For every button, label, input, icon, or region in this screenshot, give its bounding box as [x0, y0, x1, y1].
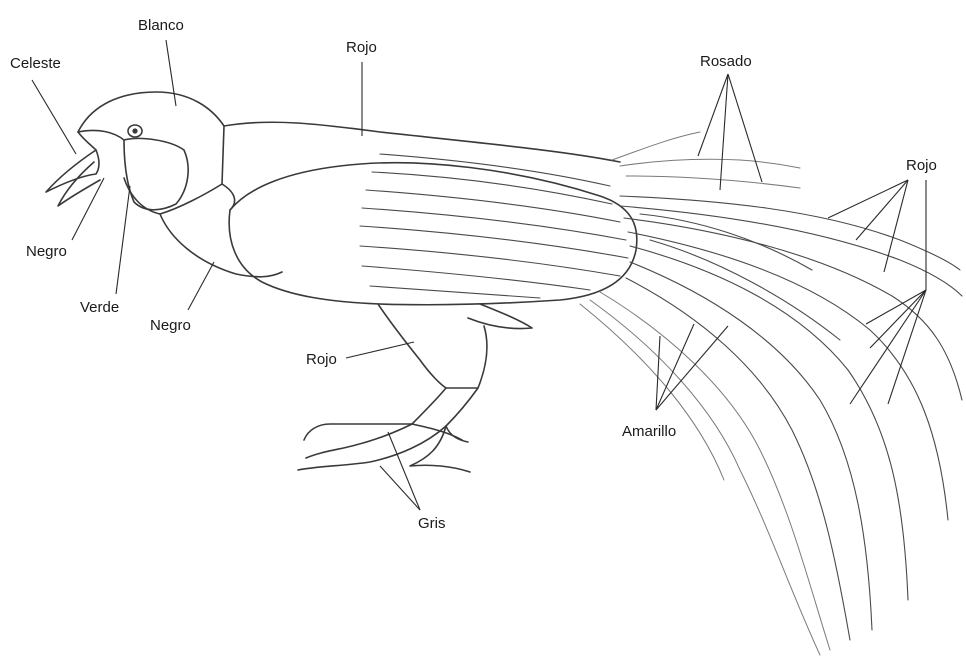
labels: Celeste Blanco Rojo Rosado Rojo Negro Ve… [10, 17, 937, 532]
label-verde: Verde [80, 299, 119, 316]
label-negro-beak: Negro [26, 243, 67, 260]
label-rojo-tail: Rojo [906, 157, 937, 174]
leader-lines [32, 40, 926, 510]
label-rojo-back: Rojo [346, 39, 377, 56]
tail-plumes-pink [612, 132, 800, 188]
label-rojo-leg: Rojo [306, 351, 337, 368]
wing-feathers [360, 154, 628, 298]
head-outline [78, 92, 224, 214]
wing-outline [229, 163, 637, 305]
feet [298, 424, 470, 472]
label-amarillo: Amarillo [622, 423, 676, 440]
breast-outline [160, 214, 282, 277]
face-patch [124, 138, 188, 209]
label-negro-breast: Negro [150, 317, 191, 334]
label-gris: Gris [418, 515, 446, 532]
back-outline [224, 122, 620, 162]
bird-illustration [46, 92, 962, 655]
label-rosado: Rosado [700, 53, 752, 70]
leg-upper [378, 304, 487, 388]
label-blanco: Blanco [138, 17, 184, 34]
label-celeste: Celeste [10, 55, 61, 72]
